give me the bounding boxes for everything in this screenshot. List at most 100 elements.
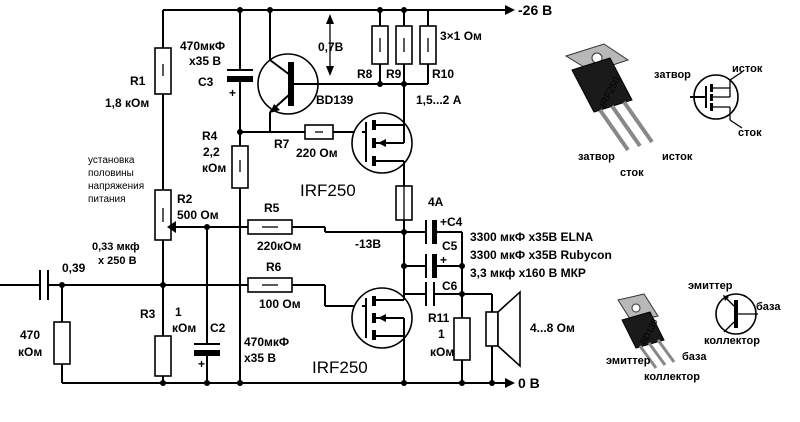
bjt-symbol-emitter-label: эмиттер	[688, 280, 733, 292]
r11-ref: R11	[428, 311, 450, 325]
c6-value: 3,3 мкф х160 В МКР	[470, 266, 586, 280]
r3-value-1: 1	[175, 305, 182, 319]
q1-collector-lead	[269, 59, 291, 76]
c3-plate-bottom	[227, 76, 253, 82]
mosfet-pin-drain: сток	[620, 167, 644, 179]
r2-note-line2: половины	[88, 168, 134, 179]
junction-dot	[377, 81, 383, 87]
mosfet-symbol-drain-label: сток	[738, 127, 762, 139]
r2-note-line3: напряжения	[88, 181, 144, 192]
mosfet-symbol-ch3	[710, 103, 713, 111]
rin-value-1: 470	[20, 328, 40, 342]
junction-dot	[459, 380, 465, 386]
q2-arrow-icon	[378, 139, 386, 147]
c2-plus: +	[198, 357, 205, 371]
c5-value: 3300 мкФ х35В Rubycon	[470, 248, 612, 262]
q1-ref: BD139	[316, 93, 354, 107]
r2-wiper-arrow-icon	[167, 221, 176, 233]
junction-dot	[237, 7, 243, 13]
c4-plate-b	[432, 220, 437, 244]
speaker-cone-icon	[497, 290, 521, 368]
c3-value-2: х35 В	[189, 54, 221, 68]
r5-value: 220кОм	[257, 239, 301, 253]
q3-channel-1	[372, 296, 376, 306]
rail-bottom-label: 0 В	[518, 375, 540, 391]
q3-arrow-icon	[378, 314, 386, 322]
rin-value-2: кОм	[18, 345, 42, 359]
bjt-symbol-collector-label: коллектор	[704, 335, 760, 347]
q1-base-bar	[288, 62, 294, 106]
mosfet-pin-gate: затвор	[578, 151, 615, 163]
mosfet-symbol-ch1	[710, 84, 713, 92]
rail-top-label: -26 В	[518, 2, 552, 18]
mid-voltage: -13В	[355, 237, 381, 251]
junction-dot	[489, 380, 495, 386]
mosfet-symbol-gate-label: затвор	[654, 69, 691, 81]
r4-ref: R4	[202, 129, 218, 143]
junction-dot	[401, 380, 407, 386]
mosfet-symbol-d-out	[729, 119, 743, 129]
r11-value-1: 1	[438, 327, 445, 341]
q3-channel-3	[372, 330, 376, 340]
r3-ref: R3	[140, 307, 156, 321]
bjt-pin-base: база	[682, 351, 707, 363]
junction-dot	[204, 380, 210, 386]
r3-value-2: кОм	[172, 321, 196, 335]
c5-ref: C5	[442, 239, 458, 253]
junction-dot	[160, 380, 166, 386]
junction-dot	[401, 7, 407, 13]
bjt-symbol-emitter-arrow-icon	[723, 295, 729, 301]
speaker-value: 4...8 Ом	[530, 321, 575, 335]
mosfet-pin-source: исток	[662, 151, 693, 163]
r4-value-2: кОм	[202, 161, 226, 175]
q2-channel-1	[372, 120, 376, 130]
speaker-magnet	[485, 311, 499, 347]
c2-ref: C2	[210, 321, 226, 335]
vbe-arrow-down-icon	[326, 66, 334, 76]
c5-plus: +	[440, 253, 447, 267]
bjt-symbol-base-label: база	[756, 301, 781, 313]
r8-r10-value: 3×1 Ом	[440, 29, 482, 43]
vbe-label: 0,7В	[318, 40, 344, 54]
c1-value-2: х 250 В	[98, 255, 137, 267]
c4-ref: +C4	[440, 215, 463, 229]
fuse-value: 4А	[428, 195, 444, 209]
junction-dot	[459, 263, 465, 269]
r2-ref: R2	[177, 192, 193, 206]
mosfet-symbol-ch2	[710, 94, 713, 101]
mosfet-symbol-source-label: исток	[732, 63, 763, 75]
r6-value: 100 Ом	[259, 297, 301, 311]
r8-ref: R8	[357, 67, 373, 81]
q2-ref: IRF250	[300, 181, 356, 200]
r11-resistor	[453, 317, 471, 361]
r7-ref: R7	[274, 137, 290, 151]
r3-resistor	[154, 335, 172, 377]
r4-value-1: 2,2	[203, 145, 220, 159]
junction-dot	[377, 7, 383, 13]
mosfet-symbol-s-out	[729, 71, 743, 81]
r6-ref: R6	[266, 260, 282, 274]
bjt-pin-collector: коллектор	[644, 371, 700, 383]
junction-dot	[267, 7, 273, 13]
bjt-package-icon	[617, 293, 676, 369]
bjt-symbol-collector-lead	[723, 321, 735, 333]
r11-value-2: кОм	[430, 345, 454, 359]
q2-channel-3	[372, 156, 376, 166]
current-label: 1,5...2 А	[416, 93, 462, 107]
c3-ref: C3	[198, 75, 214, 89]
c3-value-1: 470мкФ	[180, 39, 225, 53]
rail-top-arrow-icon	[505, 5, 515, 15]
c5-plate-b	[432, 254, 437, 278]
rail-bottom-arrow-icon	[505, 378, 515, 388]
c1-value-1: 0,33 мкф	[92, 241, 140, 253]
r2-note-line1: установка	[88, 155, 135, 166]
c6-ref: C6	[442, 279, 458, 293]
r1-value: 1,8 кОм	[105, 96, 149, 110]
vbe-arrow-up-icon	[326, 14, 334, 24]
q3-ref: IRF250	[312, 358, 368, 377]
q2-channel-2	[372, 138, 376, 148]
junction-dot	[237, 380, 243, 386]
c2-value-2: х35 В	[244, 351, 276, 365]
